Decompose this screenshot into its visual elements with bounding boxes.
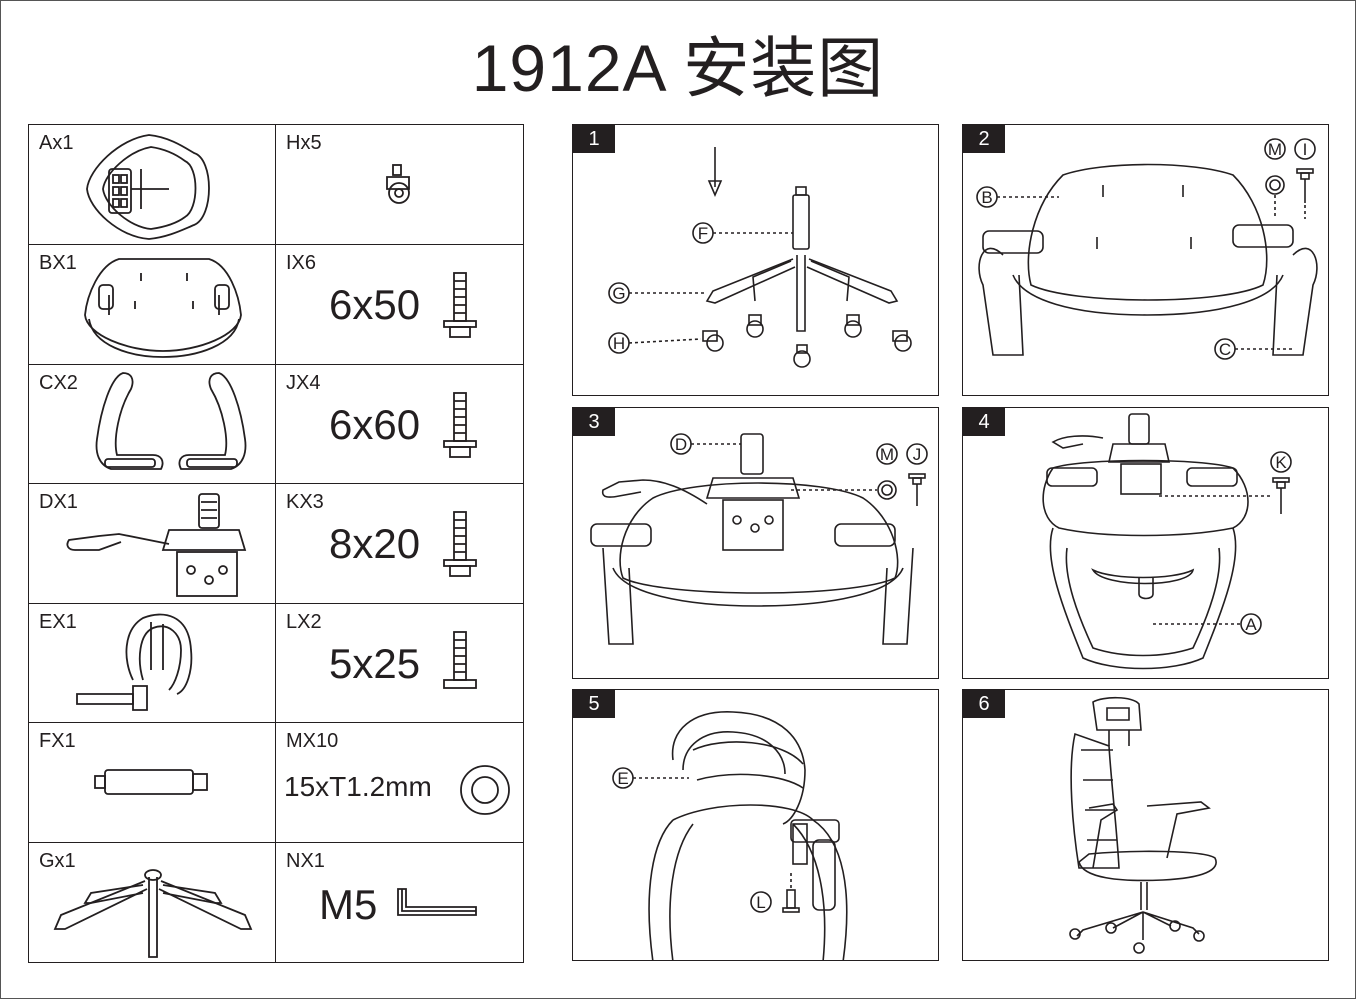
callout-label: K (1275, 453, 1287, 472)
part-e: EX1 (29, 604, 275, 723)
gas-lift-icon (94, 769, 208, 795)
part-b: BX1 (29, 245, 275, 364)
part-size: 6x60 (329, 401, 421, 448)
callout-label: C (1219, 340, 1231, 359)
callout-label: D (675, 435, 687, 454)
part-label: IX6 (286, 252, 317, 274)
part-label: KX3 (286, 491, 324, 513)
headrest-assembly-diagram: E L (612, 711, 848, 960)
part-size: 6x50 (329, 281, 421, 328)
caster-icon (386, 164, 410, 204)
part-label: FX1 (39, 730, 76, 752)
callout-label: B (981, 188, 992, 207)
part-label: MX10 (286, 730, 339, 752)
step-panel: 6 (962, 689, 1329, 961)
callout-label: M (1268, 140, 1282, 159)
parts-list: Ax1 Hx5 BX1 IX6 6x50 (28, 124, 524, 963)
step-number: 4 (963, 408, 1005, 436)
part-size: 8x20 (329, 520, 421, 567)
part-label: DX1 (39, 491, 78, 513)
part-m: MX10 15xT1.2mm (276, 723, 522, 842)
mechanism-assembly-diagram: D M J (590, 433, 928, 645)
step-number: 3 (573, 408, 615, 436)
callout-label: E (617, 769, 628, 788)
hex-key-icon (397, 888, 477, 916)
seat-frame-icon (86, 134, 210, 240)
callout-label: A (1245, 615, 1257, 634)
divider (29, 364, 523, 365)
part-g: Gx1 (29, 843, 275, 962)
step-number: 1 (573, 125, 615, 153)
callout-label: G (612, 284, 625, 303)
part-label: EX1 (39, 611, 77, 633)
part-label: BX1 (39, 252, 77, 274)
part-size: 5x25 (329, 640, 421, 687)
part-label: Ax1 (39, 132, 74, 154)
part-size: M5 (319, 881, 378, 928)
callout-label: M (880, 445, 894, 464)
part-label: JX4 (286, 372, 321, 394)
divider (29, 244, 523, 245)
part-k: KX3 8x20 (276, 484, 522, 603)
screw-icon (443, 511, 477, 577)
seat-pan-icon (84, 258, 242, 358)
step-number: 5 (573, 690, 615, 718)
part-i: IX6 6x50 (276, 245, 522, 364)
part-label: CX2 (39, 372, 78, 394)
step-panel: 2 B C M I (962, 124, 1329, 396)
step-panel: 5 E L (572, 689, 939, 961)
screw-icon (443, 392, 477, 458)
part-label: LX2 (286, 611, 322, 633)
part-h: Hx5 (276, 125, 522, 244)
part-j: JX4 6x60 (276, 365, 522, 484)
part-l: LX2 5x25 (276, 604, 522, 723)
divider (29, 842, 523, 843)
part-c: CX2 (29, 365, 275, 484)
frame-assembly-diagram: K A (1042, 413, 1292, 670)
callout-label: I (1303, 140, 1308, 159)
base-icon (53, 869, 253, 958)
washer-icon (460, 765, 510, 815)
part-d: DX1 (29, 484, 275, 603)
finished-chair-diagram (1069, 696, 1217, 954)
step-number: 2 (963, 125, 1005, 153)
divider (29, 603, 523, 604)
part-n: NX1 M5 (276, 843, 522, 962)
part-label: NX1 (286, 850, 325, 872)
part-f: FX1 (29, 723, 275, 842)
step-panel: 3 D M J (572, 407, 939, 679)
callout-label: F (698, 224, 708, 243)
mechanism-icon (66, 493, 247, 597)
callout-label: H (613, 334, 625, 353)
callout-label: J (913, 445, 922, 464)
headrest-icon (76, 613, 193, 711)
armrest-icon (95, 372, 247, 470)
screw-icon (443, 272, 477, 338)
step-panel: 1 F G H (572, 124, 939, 396)
page-title: 1912A 安装图 (471, 31, 885, 105)
seat-assembly-diagram: B C M I (976, 138, 1318, 360)
screw-icon (443, 631, 477, 689)
part-label: Gx1 (39, 850, 76, 872)
divider (29, 483, 523, 484)
divider (29, 722, 523, 723)
base-assembly-diagram: F G H (608, 147, 912, 368)
part-size: 15xT1.2mm (284, 771, 432, 802)
part-a: Ax1 (29, 125, 275, 244)
step-number: 6 (963, 690, 1005, 718)
part-label: Hx5 (286, 132, 322, 154)
callout-label: L (756, 893, 765, 912)
divider (275, 125, 276, 962)
step-panel: 4 K A (962, 407, 1329, 679)
